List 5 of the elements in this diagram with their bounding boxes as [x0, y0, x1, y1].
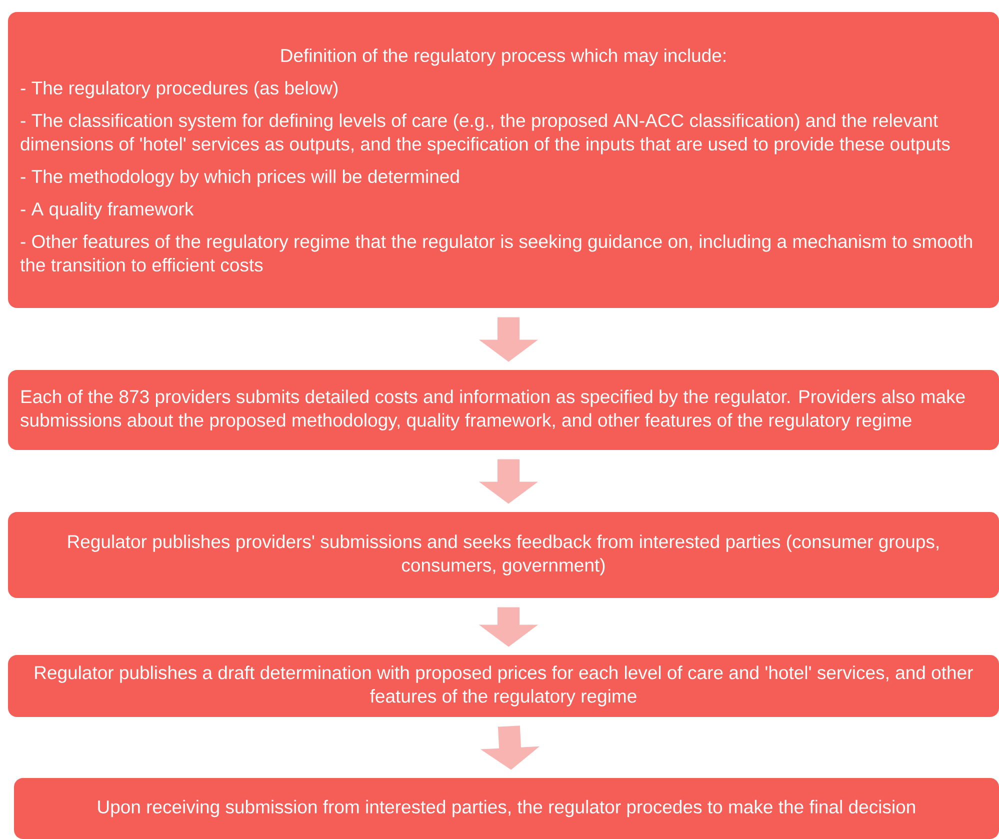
process-box: Regulator publishes providers' submissions and seeks feedback from interested parties (consumer groups, consumers, government)	[8, 512, 999, 598]
process-box: Regulator publishes a draft determination with proposed prices for each level of care and 'hotel' services, and other features of the regulatory regime	[8, 655, 999, 717]
process-box: Each of the 873 providers submits detailed costs and information as specified by the regulator. Providers also make submissions about the proposed methodology, quality framework, and other features of the regulatory regime	[8, 370, 999, 450]
process-box: Definition of the regulatory process which may include: - The regulatory procedures (as below) - The classification system for defining levels of care (e.g., the proposed AN-ACC classification) and the relevant dimensions of 'hotel' services as outputs, and the specification of the inputs that are used to provide these outputs - The methodology by which prices will be determined - A quality framework - Other features of the regulatory regime that the regulator is seeking guidance on, including a mechanism to smooth the transition to efficient costs	[8, 12, 999, 308]
process-box: Upon receiving submission from interested parties, the regulator procedes to make the final decision	[14, 778, 999, 839]
